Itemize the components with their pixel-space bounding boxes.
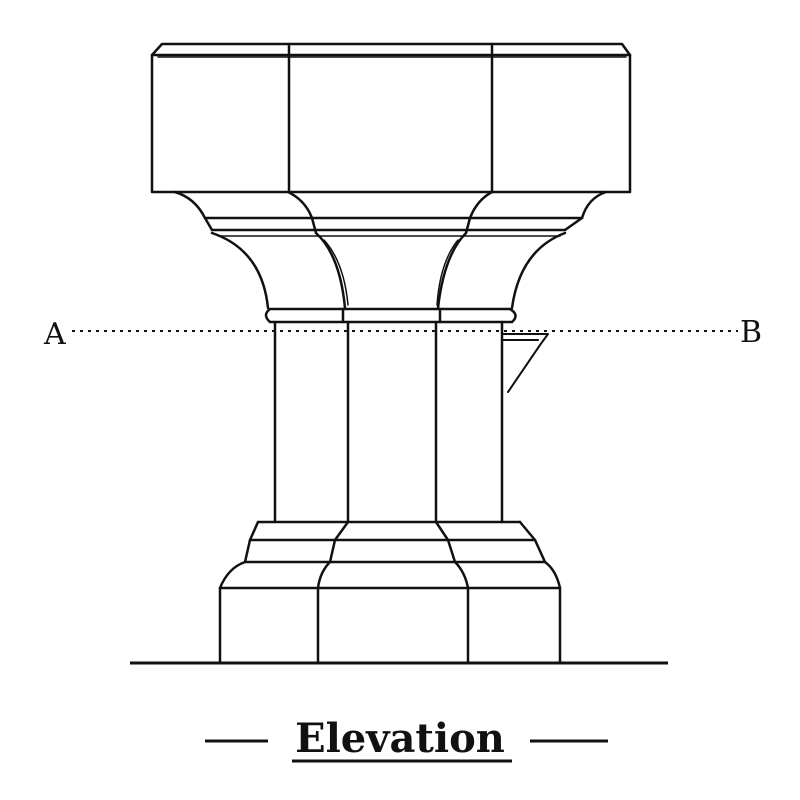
capitals [210, 231, 567, 324]
section-line: A B [43, 315, 762, 352]
capital-flare-left-inner [314, 231, 347, 310]
bowl-body [150, 53, 632, 194]
bowl [150, 42, 632, 194]
bowl-underside-moulding [173, 190, 608, 237]
section-label-start: A [43, 317, 66, 352]
bracket-outline [501, 333, 549, 393]
moulding-rib-right [464, 216, 472, 235]
capital-flare-mid-left [323, 239, 349, 306]
moulding-notch-left [286, 190, 314, 220]
base-rib-right [434, 520, 470, 590]
drawing-caption: Elevation [295, 715, 505, 762]
shaft [273, 320, 504, 524]
moulding-step-left [203, 216, 214, 232]
capital-neck-band [264, 307, 517, 324]
capital-flare-right-outer [510, 231, 567, 310]
moulding-notch-right [468, 190, 494, 220]
moulding-right-curve [580, 190, 608, 220]
capital-flare-left-outer [210, 231, 270, 310]
base-upper-slope [248, 520, 537, 542]
base-rib-left [316, 520, 350, 590]
section-label-end: B [740, 315, 762, 350]
moulding-left-curve [173, 190, 207, 220]
capital-flare-mid-right [436, 231, 468, 310]
caption-block: Elevation [205, 715, 608, 763]
base-plinth [218, 586, 562, 665]
base-lower-slope-left [218, 538, 252, 590]
base-lower-slope-right [533, 538, 562, 590]
capital-flare-right-inner [436, 239, 459, 306]
moulding-step-right [563, 216, 584, 232]
bowl-top-rim [150, 42, 632, 57]
moulding-rib-left [310, 216, 318, 235]
base [218, 520, 562, 665]
drain-bracket [501, 333, 549, 393]
